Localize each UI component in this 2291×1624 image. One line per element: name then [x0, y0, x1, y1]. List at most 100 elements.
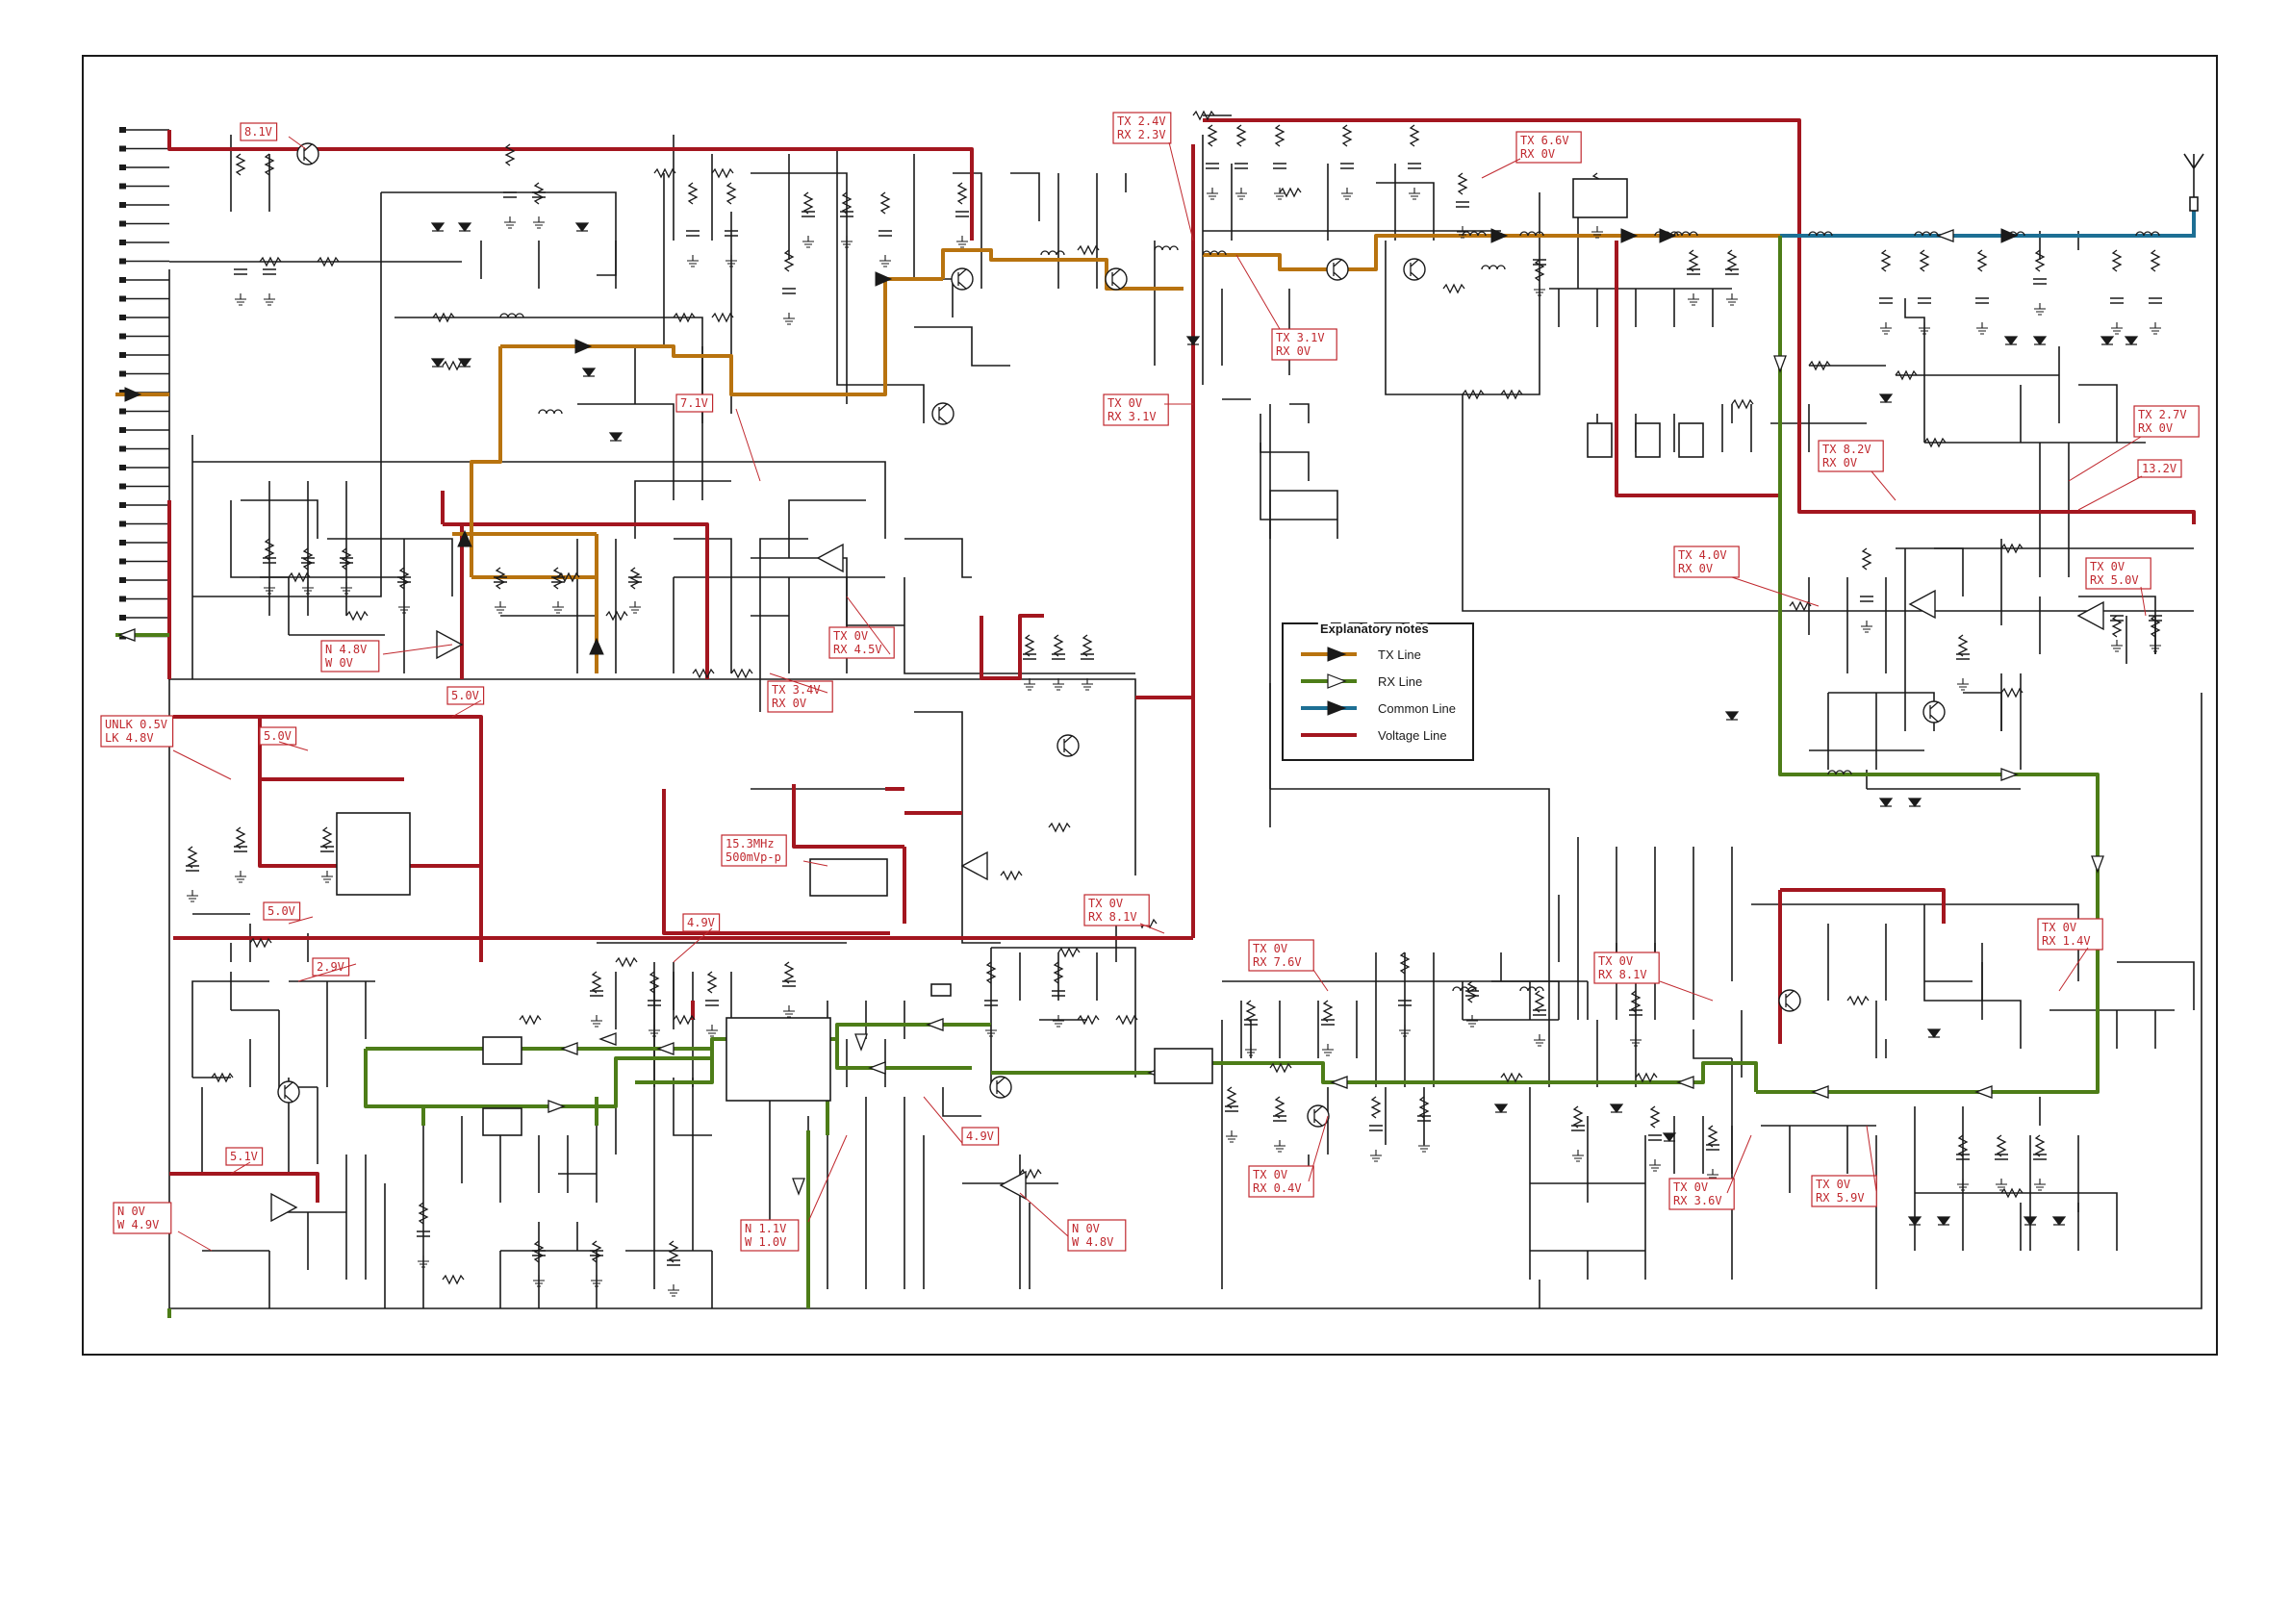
relay-1	[1587, 422, 1613, 458]
voltage-label-text: TX 0V	[1673, 1180, 1708, 1194]
voltage-label-text: RX 0V	[1276, 344, 1311, 358]
legend-item: Voltage Line	[1301, 728, 1447, 743]
legend-title: Explanatory notes	[1320, 622, 1429, 636]
voltage-label-text: RX 5.9V	[1816, 1191, 1865, 1205]
ic-filter-1	[482, 1036, 522, 1065]
voltage-label-text: W 0V	[325, 656, 353, 670]
voltage-label-text: 500mVp-p	[725, 850, 781, 864]
ic-mixer	[1154, 1048, 1213, 1084]
voltage-label-text: TX 2.4V	[1117, 114, 1166, 128]
voltage-label-text: TX 2.7V	[2138, 408, 2187, 421]
voltage-label-text: TX 6.6V	[1520, 134, 1569, 147]
voltage-label-text: N 1.1V	[745, 1222, 786, 1235]
voltage-label-text: N 0V	[1072, 1222, 1100, 1235]
voltage-label: 4.9V	[961, 1127, 1000, 1146]
voltage-label-text: N 4.8V	[325, 643, 367, 656]
voltage-label-text: 8.1V	[244, 125, 272, 139]
voltage-label-text: TX 8.2V	[1822, 443, 1871, 456]
voltage-label-text: TX 0V	[1598, 954, 1633, 968]
voltage-label-text: 5.1V	[230, 1150, 258, 1163]
ic-filter-2	[482, 1107, 522, 1136]
voltage-label-text: TX 0V	[1107, 396, 1142, 410]
voltage-label-text: TX 0V	[2090, 560, 2125, 573]
common-line	[1780, 207, 2196, 238]
ic-power-amp	[1572, 178, 1628, 218]
voltage-label-text: 4.9V	[687, 916, 715, 929]
voltage-label-text: TX 0V	[1088, 897, 1123, 910]
voltage-label: N 1.1VW 1.0V	[740, 1219, 800, 1252]
voltage-label-text: 15.3MHz	[725, 837, 775, 850]
voltage-label: 4.9V	[682, 913, 721, 932]
crystal	[930, 983, 952, 997]
voltage-label: 5.0V	[263, 901, 301, 921]
voltage-label-text: RX 3.1V	[1107, 410, 1157, 423]
voltage-label-text: RX 0V	[1678, 562, 1713, 575]
voltage-label: N 0VW 4.9V	[113, 1202, 172, 1234]
voltage-label: 5.0V	[259, 726, 297, 746]
voltage-label-text: RX 0V	[2138, 421, 2173, 435]
voltage-label-text: RX 7.6V	[1253, 955, 1302, 969]
voltage-label-text: TX 0V	[2042, 921, 2076, 934]
legend-item: RX Line	[1301, 673, 1422, 689]
voltage-label-text: 4.9V	[966, 1129, 994, 1143]
diagram-frame	[82, 55, 2218, 1356]
voltage-label: N 4.8VW 0V	[320, 640, 380, 672]
voltage-label: 13.2V	[2137, 459, 2182, 478]
relay-3	[1678, 422, 1704, 458]
voltage-label-text: TX 0V	[833, 629, 868, 643]
voltage-label-text: 5.0V	[451, 689, 479, 702]
voltage-lines	[167, 118, 2196, 1203]
voltage-label: 2.9V	[312, 957, 350, 977]
voltage-label-text: TX 0V	[1816, 1178, 1850, 1191]
legend-arrow-filled-icon	[1327, 700, 1347, 716]
voltage-label-text: 5.0V	[267, 904, 295, 918]
voltage-label-text: RX 0V	[1822, 456, 1857, 469]
voltage-label-text: RX 2.3V	[1117, 128, 1166, 141]
voltage-label-text: RX 1.4V	[2042, 934, 2091, 948]
voltage-label-text: TX 3.4V	[772, 683, 821, 697]
ic-pll	[336, 812, 411, 896]
ic-blocks	[336, 178, 1704, 1136]
voltage-label: 8.1V	[240, 122, 278, 141]
voltage-label-text: W 4.8V	[1072, 1235, 1113, 1249]
voltage-label-text: 2.9V	[317, 960, 344, 974]
wiring	[119, 114, 2202, 1309]
legend-item: Common Line	[1301, 700, 1456, 716]
voltage-label-text: W 1.0V	[745, 1235, 786, 1249]
voltage-label-text: N 0V	[117, 1205, 145, 1218]
voltage-label-text: TX 0V	[1253, 942, 1287, 955]
components	[186, 110, 2162, 1297]
voltage-label-text: TX 0V	[1253, 1168, 1287, 1181]
legend-item: TX Line	[1301, 647, 1421, 662]
voltage-label-text: LK 4.8V	[105, 731, 154, 745]
ic-main	[725, 1017, 831, 1102]
voltage-label-text: UNLK 0.5V	[105, 718, 167, 731]
voltage-label-text: RX 0V	[772, 697, 806, 710]
voltage-label-text: RX 4.5V	[833, 643, 882, 656]
legend-item-label: TX Line	[1378, 647, 1421, 662]
voltage-label-text: RX 0V	[1520, 147, 1555, 161]
voltage-label-text: RX 5.0V	[2090, 573, 2139, 587]
legend-item-label: RX Line	[1378, 674, 1422, 689]
signal-arrows	[117, 228, 2104, 1196]
